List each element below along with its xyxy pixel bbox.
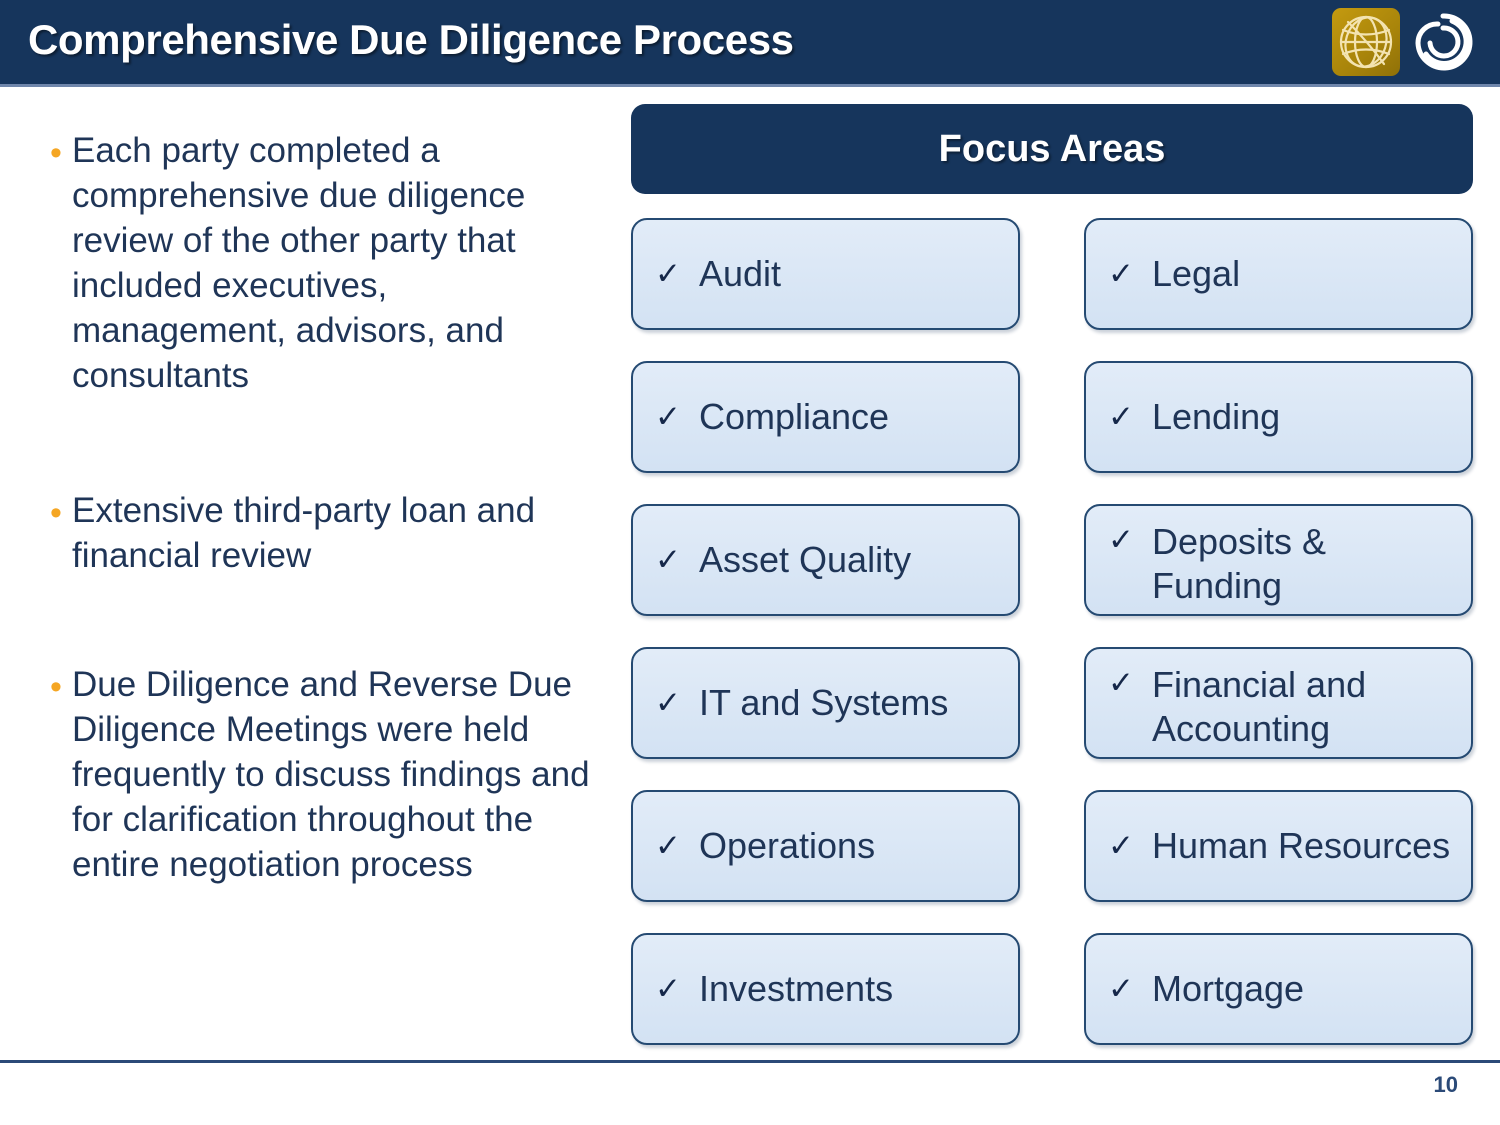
spiral-icon <box>1415 13 1473 71</box>
list-item: • Each party completed a comprehensive d… <box>40 128 600 398</box>
globe-logo <box>1332 8 1400 76</box>
list-item: • Due Diligence and Reverse Due Diligenc… <box>40 662 600 887</box>
check-icon: ✓ <box>1108 256 1134 291</box>
bullet-text-2: Extensive third-party loan and financial… <box>72 491 536 575</box>
check-icon: ✓ <box>1108 399 1134 434</box>
bullet-text-3: Due Diligence and Reverse Due Diligence … <box>72 665 590 884</box>
focus-area-label: Compliance <box>698 396 890 437</box>
focus-area-box[interactable]: ✓ Lending <box>1084 361 1473 473</box>
globe-icon <box>1339 15 1393 69</box>
focus-area-box[interactable]: ✓ Investments <box>631 933 1020 1045</box>
focus-area-label: Operations <box>698 825 876 866</box>
slide-header-bar <box>0 0 1500 84</box>
bullet-marker-icon: • <box>50 668 62 706</box>
check-icon: ✓ <box>655 399 681 434</box>
focus-area-box[interactable]: ✓ Asset Quality <box>631 504 1020 616</box>
bullet-marker-icon: • <box>50 134 62 172</box>
page-number: 10 <box>1433 1072 1458 1097</box>
focus-area-box[interactable]: ✓ Compliance <box>631 361 1020 473</box>
check-icon: ✓ <box>655 828 681 863</box>
focus-area-label: Human Resources <box>1151 825 1451 866</box>
focus-area-box[interactable]: ✓ Mortgage <box>1084 933 1473 1045</box>
check-icon: ✓ <box>655 542 681 577</box>
focus-area-label: Investments <box>698 968 894 1009</box>
bullet-text-1: Each party completed a comprehensive due… <box>72 131 526 395</box>
check-icon: ✓ <box>1108 971 1134 1006</box>
check-icon: ✓ <box>655 971 681 1006</box>
focus-area-label: Legal <box>1151 253 1241 294</box>
header-underline <box>0 84 1500 87</box>
focus-area-box[interactable]: ✓ Legal <box>1084 218 1473 330</box>
check-icon: ✓ <box>1108 828 1134 863</box>
spiral-logo <box>1408 7 1478 77</box>
focus-areas-header: Focus Areas <box>631 104 1473 194</box>
bullet-spacer <box>40 398 600 488</box>
focus-area-box[interactable]: ✓ Financial and Accounting <box>1084 647 1473 759</box>
focus-area-label: Deposits & Funding <box>1151 521 1327 606</box>
check-icon: ✓ <box>655 256 681 291</box>
list-item: • Extensive third-party loan and financi… <box>40 488 600 578</box>
focus-area-box[interactable]: ✓ Human Resources <box>1084 790 1473 902</box>
focus-area-box[interactable]: ✓ Audit <box>631 218 1020 330</box>
focus-area-label: Financial and Accounting <box>1151 664 1367 749</box>
focus-area-label: Audit <box>698 253 782 294</box>
logo-group <box>1332 6 1478 78</box>
focus-areas-grid: ✓ Audit ✓ Legal ✓ Compliance ✓ Lending ✓ Asset Qu… <box>631 218 1473 1045</box>
bullet-spacer <box>40 578 600 662</box>
focus-area-box[interactable]: ✓ Operations <box>631 790 1020 902</box>
focus-area-label: Mortgage <box>1151 968 1305 1009</box>
focus-area-label: IT and Systems <box>698 682 949 723</box>
focus-area-box[interactable]: ✓ IT and Systems <box>631 647 1020 759</box>
bullet-marker-icon: • <box>50 494 62 532</box>
focus-area-box[interactable]: ✓ Deposits & Funding <box>1084 504 1473 616</box>
check-icon: ✓ <box>1108 522 1134 557</box>
bullet-list: • Each party completed a comprehensive d… <box>40 128 600 887</box>
focus-areas-title: Focus Areas <box>938 127 1166 170</box>
page-title: Comprehensive Due Diligence Process <box>28 16 794 63</box>
check-icon: ✓ <box>1108 665 1134 700</box>
check-icon: ✓ <box>655 685 681 720</box>
footer-divider <box>0 1060 1500 1063</box>
focus-area-label: Asset Quality <box>698 539 912 580</box>
focus-area-label: Lending <box>1151 396 1281 437</box>
